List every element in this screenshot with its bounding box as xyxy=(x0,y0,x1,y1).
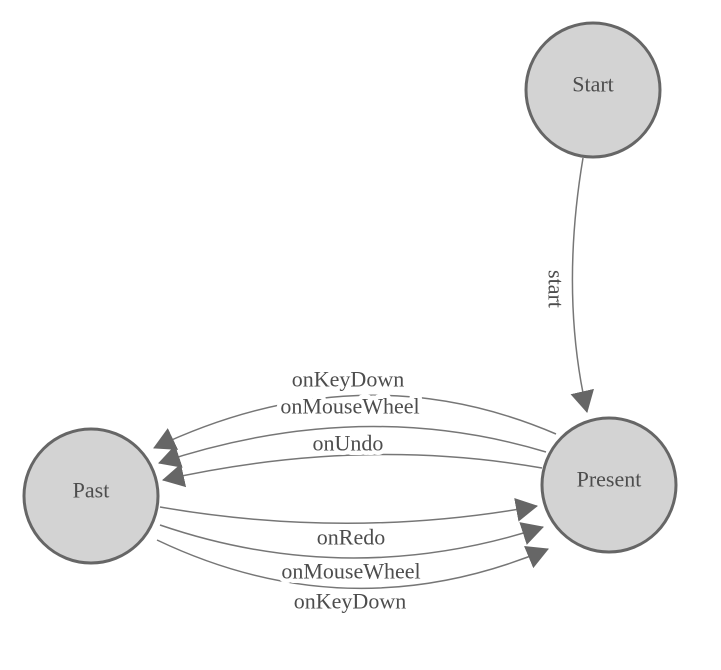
edge-label-onmousewheel-bottom: onMouseWheel xyxy=(281,559,420,584)
transition-present-to-past-onkeydown[interactable] xyxy=(153,394,557,450)
edge-label-onkeydown-top: onKeyDown xyxy=(292,367,404,392)
state-label-start: Start xyxy=(572,72,614,97)
edge-label-onmousewheel-top: onMouseWheel xyxy=(280,394,419,419)
state-label-present: Present xyxy=(577,467,642,492)
state-label-past: Past xyxy=(73,478,110,503)
state-circle-start[interactable] xyxy=(524,21,662,159)
edge-label-onredo: onRedo xyxy=(317,525,385,550)
edge-label-start: start xyxy=(544,270,569,308)
edge-label-onkeydown-bottom: onKeyDown xyxy=(294,589,406,614)
transition-start-to-present[interactable] xyxy=(570,157,594,413)
transition-present-to-past-onmousewheel[interactable] xyxy=(158,425,547,468)
state-node-past[interactable]: Past xyxy=(22,427,160,565)
transition-past-to-present-onkeydown[interactable] xyxy=(156,539,549,590)
state-circle-past[interactable] xyxy=(22,427,160,565)
state-node-start[interactable]: Start xyxy=(524,21,662,159)
state-circle-present[interactable] xyxy=(540,416,678,554)
transition-present-to-past-onundo[interactable] xyxy=(162,453,543,488)
transition-past-to-present-onmousewheel[interactable] xyxy=(159,522,544,559)
transition-past-to-present-onredo[interactable] xyxy=(159,497,538,524)
state-node-present[interactable]: Present xyxy=(540,416,678,554)
edge-label-onundo: onUndo xyxy=(313,431,384,456)
